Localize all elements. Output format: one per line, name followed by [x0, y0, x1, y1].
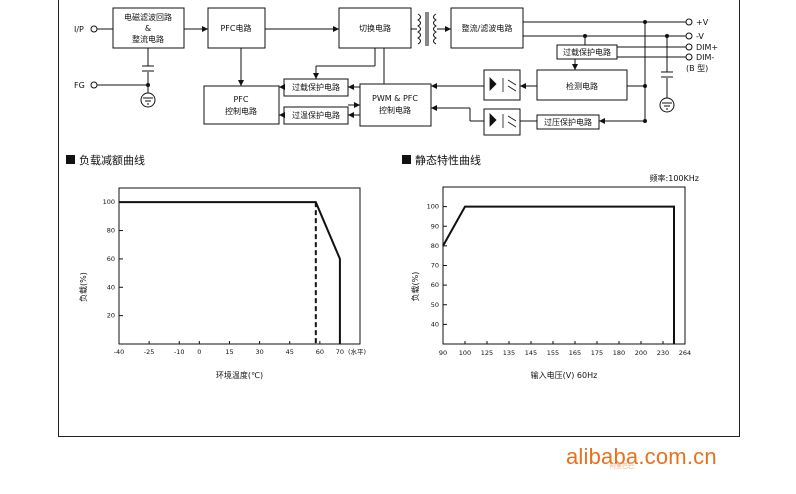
out-neg-label: -V — [696, 32, 704, 41]
static-x-tick-label: 200 — [635, 349, 647, 357]
pwm-label-1: PWM & PFC — [372, 94, 418, 103]
emi-label-1: 电磁滤波回路 — [124, 12, 172, 22]
static-y-tick-label: 100 — [427, 203, 439, 211]
detect-box — [536, 69, 628, 101]
document-frame — [58, 0, 740, 437]
static-y-tick-label: 90 — [431, 222, 439, 230]
static-y-tick-label: 50 — [431, 301, 439, 309]
static-x-tick-label: 100 — [459, 349, 471, 357]
static-series-1 — [442, 205, 675, 344]
static-y-tick-label: 70 — [431, 262, 439, 270]
ovp-label: 过压保护电路 — [544, 117, 592, 127]
derating-plot-area — [118, 187, 361, 345]
dim-neg-label: DIM- — [696, 53, 714, 62]
pfc-ctrl-label-2: 控制电路 — [225, 106, 257, 116]
ocp-label: 过载保护电路 — [292, 82, 340, 92]
emi-label-3: 整流电路 — [132, 34, 164, 44]
rect-filter-box — [450, 7, 524, 49]
rect-filter-label: 整流/滤波电路 — [462, 23, 513, 33]
fg-label: FG — [74, 81, 85, 90]
optocoupler-1 — [483, 69, 521, 101]
ip-label: I/P — [74, 25, 84, 34]
emi-label-2: & — [145, 24, 151, 33]
dim-pos-label: DIM+ — [696, 43, 718, 52]
olp-right-label: 过载保护电路 — [563, 47, 611, 57]
btype-label: (B 型) — [686, 64, 708, 73]
pfc-circuit-box — [207, 7, 266, 49]
static-y-tick-label: 80 — [431, 242, 439, 250]
derating-y-label: 负载(%) — [78, 272, 88, 302]
derating-x-tick-label: 30 — [255, 348, 263, 356]
static-y-label: 负载(%) — [410, 272, 420, 302]
switch-label: 切换电路 — [359, 23, 391, 33]
static-x-tick-label: 155 — [547, 349, 559, 357]
static-x-tick-label: 230 — [657, 349, 669, 357]
static-plot-area — [442, 186, 686, 345]
derating-x-tick-label: -40 — [114, 348, 125, 356]
derating-x-tick-label: 70 — [336, 348, 344, 356]
static-x-tick-label: 135 — [503, 349, 515, 357]
pfc-ctrl-label-1: PFC — [233, 95, 248, 104]
out-pos-label: +V — [696, 18, 709, 27]
static-square-icon — [402, 155, 411, 164]
static-title: 静态特性曲线 — [415, 153, 481, 167]
static-y-tick-label: 40 — [431, 320, 439, 328]
derating-y-tick-label: 40 — [107, 283, 115, 291]
derating-title: 负载减额曲线 — [79, 153, 145, 167]
otp-label: 过温保护电路 — [292, 110, 340, 120]
ovp-box — [536, 114, 600, 130]
derating-y-tick-label: 100 — [103, 198, 115, 206]
derating-square-icon — [66, 155, 75, 164]
static-x-tick-label: 175 — [591, 349, 603, 357]
derating-x-tick-label: 15 — [225, 348, 233, 356]
derating-x-tick-label: -25 — [144, 348, 155, 356]
static-x-label: 输入电压(V) 60Hz — [531, 370, 598, 380]
derating-y-tick-label: 80 — [107, 227, 115, 235]
static-x-tick-label: 180 — [613, 349, 625, 357]
olp-right-box — [556, 44, 618, 60]
static-x-tick-label: 125 — [481, 349, 493, 357]
detect-label: 检测电路 — [566, 81, 598, 91]
static-annotation: 频率:100KHz — [650, 173, 699, 183]
static-x-tick-label: 90 — [439, 349, 447, 357]
derating-x-label: 环境温度(℃) — [216, 370, 263, 380]
derating-x-tick-label: 60 — [316, 348, 324, 356]
static-x-tick-label: 145 — [525, 349, 537, 357]
derating-x-unit-note: (水平) — [348, 347, 366, 356]
watermark-logo: alibaba.com.cn — [566, 444, 717, 469]
derating-series-1 — [119, 201, 341, 344]
derating-x-tick-label: -10 — [174, 348, 185, 356]
watermark-sub: 阿里巴巴 — [610, 463, 635, 470]
static-y-tick-label: 60 — [431, 281, 439, 289]
static-x-tick-label: 165 — [569, 349, 581, 357]
derating-x-tick-label: 0 — [197, 348, 201, 356]
derating-y-tick-label: 20 — [107, 312, 115, 320]
pfc-circuit-label: PFC电路 — [220, 23, 251, 33]
static-x-tick-label: 264 — [679, 349, 691, 357]
derating-y-tick-label: 60 — [107, 255, 115, 263]
derating-x-tick-label: 45 — [286, 348, 294, 356]
optocoupler-2 — [483, 108, 521, 136]
pwm-label-2: 控制电路 — [379, 105, 411, 115]
